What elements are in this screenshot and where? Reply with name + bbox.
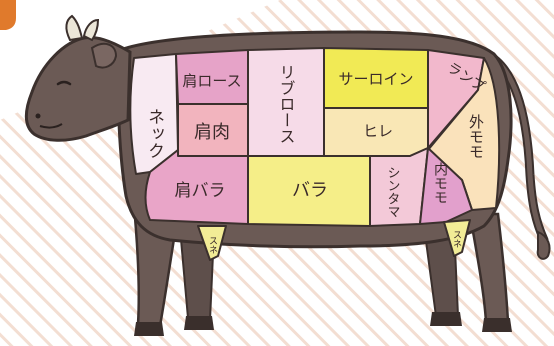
corner-tag (0, 0, 16, 30)
hoof-front-far (184, 316, 214, 330)
hoof-back-near (482, 318, 512, 332)
label-uchi-momo: 内モモ (432, 162, 448, 204)
label-sune-front: スネ (207, 236, 218, 254)
cut-sune-front (197, 225, 227, 261)
label-kata-rosu: 肩ロース (182, 72, 241, 90)
hoof-back-far (430, 312, 462, 326)
label-sune-back: スネ (451, 230, 462, 248)
label-neck: ネック (144, 108, 164, 159)
label-sarloin: サーロイン (338, 70, 413, 88)
label-hire: ヒレ (363, 122, 393, 140)
label-soto-momo: 外モモ (467, 114, 485, 159)
cow-mouth (39, 123, 63, 129)
label-ribu-rosu: リブロース (277, 64, 296, 144)
label-kata-bara: 肩バラ (175, 181, 226, 201)
hoof-front-near (134, 322, 164, 336)
label-kata-niku: 肩肉 (194, 122, 230, 143)
cow-ear (90, 42, 118, 69)
tail (483, 51, 547, 243)
horn-left (65, 14, 84, 42)
cow-nostril (35, 113, 41, 119)
cut-uchi-momo (419, 147, 473, 225)
label-shintama: シンタマ (385, 166, 400, 218)
label-bara: バラ (292, 180, 328, 201)
cow-eye (56, 80, 72, 86)
cut-sune-back (443, 219, 471, 257)
horn-right (82, 18, 100, 42)
cut-kata-bara (144, 149, 249, 225)
tail-tuft (536, 230, 551, 260)
